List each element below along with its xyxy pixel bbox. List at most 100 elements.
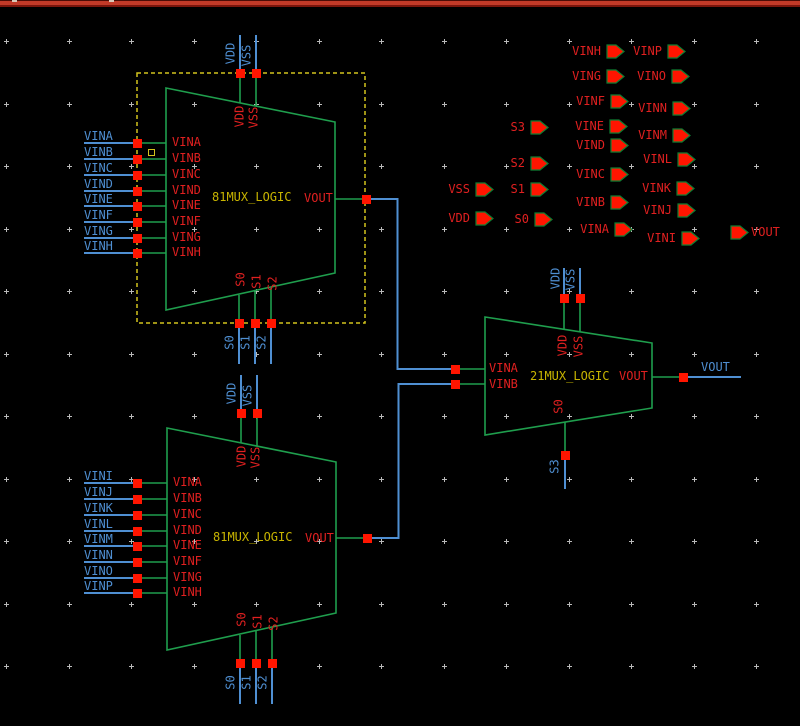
mux1-symbol-outline[interactable] bbox=[165, 87, 336, 311]
port-label[interactable]: S3 bbox=[510, 120, 525, 134]
pin-label[interactable]: VING bbox=[173, 570, 202, 584]
pin-label[interactable]: VINC bbox=[173, 507, 202, 521]
mux1-output-net-wire[interactable] bbox=[366, 198, 455, 370]
pin-label[interactable]: VINH bbox=[173, 585, 202, 599]
net-label[interactable]: VINF bbox=[84, 208, 113, 222]
input-port-icon[interactable] bbox=[530, 156, 549, 171]
pin-label[interactable]: VINB bbox=[172, 151, 201, 165]
net-label[interactable]: VDD bbox=[224, 382, 239, 405]
port-label[interactable]: VINN bbox=[638, 101, 667, 115]
solder-dot[interactable] bbox=[251, 319, 260, 328]
mux1-power-wires[interactable] bbox=[239, 35, 257, 73]
input-port-icon[interactable] bbox=[672, 101, 691, 116]
port-label[interactable]: VINF bbox=[576, 94, 605, 108]
pin-label[interactable]: S1 bbox=[249, 274, 264, 289]
instance-cell-label[interactable]: 81MUX_LOGIC bbox=[213, 530, 293, 544]
pin-label[interactable]: S0 bbox=[551, 399, 566, 414]
port-label[interactable]: VINB bbox=[576, 195, 605, 209]
net-label[interactable]: S0 bbox=[222, 335, 237, 350]
solder-dot[interactable] bbox=[133, 139, 142, 148]
net-label[interactable]: VINM bbox=[84, 532, 113, 546]
solder-dot[interactable] bbox=[252, 69, 261, 78]
solder-dot[interactable] bbox=[133, 171, 142, 180]
net-label[interactable]: VINH bbox=[84, 239, 113, 253]
net-label[interactable]: VINK bbox=[84, 501, 113, 515]
solder-dot[interactable] bbox=[237, 409, 246, 418]
net-label[interactable]: VINI bbox=[84, 469, 113, 483]
net-label[interactable]: VING bbox=[84, 224, 113, 238]
input-port-icon[interactable] bbox=[610, 138, 629, 153]
solder-dot[interactable] bbox=[133, 527, 142, 536]
pin-label[interactable]: VOUT bbox=[619, 369, 648, 383]
input-port-icon[interactable] bbox=[671, 69, 690, 84]
pin-label[interactable]: S1 bbox=[250, 614, 265, 629]
net-label[interactable]: S2 bbox=[254, 335, 269, 350]
solder-dot[interactable] bbox=[133, 155, 142, 164]
solder-dot[interactable] bbox=[133, 187, 142, 196]
port-label[interactable]: VINJ bbox=[643, 203, 672, 217]
port-label[interactable]: VINC bbox=[576, 167, 605, 181]
mux1-input-wires[interactable] bbox=[84, 142, 137, 254]
input-port-icon[interactable] bbox=[681, 231, 700, 246]
net-label[interactable]: VINJ bbox=[84, 485, 113, 499]
pin-label[interactable]: VSS bbox=[246, 106, 261, 129]
pin-label[interactable]: VING bbox=[172, 230, 201, 244]
port-label[interactable]: VINA bbox=[580, 222, 609, 236]
input-port-icon[interactable] bbox=[530, 120, 549, 135]
solder-dot[interactable] bbox=[576, 294, 585, 303]
input-port-icon[interactable] bbox=[610, 195, 629, 210]
net-label[interactable]: VINP bbox=[84, 579, 113, 593]
pin-label[interactable]: VOUT bbox=[305, 531, 334, 545]
input-port-icon[interactable] bbox=[610, 167, 629, 182]
mux2-select-wires[interactable] bbox=[239, 663, 273, 704]
net-label[interactable]: VSS bbox=[240, 384, 255, 407]
instance-cell-label[interactable]: 21MUX_LOGIC bbox=[530, 369, 610, 383]
solder-dot[interactable] bbox=[362, 195, 371, 204]
mux1-pin-stubs[interactable] bbox=[137, 73, 366, 323]
input-port-icon[interactable] bbox=[606, 69, 625, 84]
net-label[interactable]: VDD bbox=[223, 42, 238, 65]
net-label[interactable]: S1 bbox=[239, 675, 254, 690]
mux2-pin-stubs[interactable] bbox=[137, 413, 367, 663]
input-port-icon[interactable] bbox=[610, 94, 629, 109]
pin-label[interactable]: VDD bbox=[232, 105, 247, 128]
pin-label[interactable]: VSS bbox=[571, 335, 586, 358]
solder-dot[interactable] bbox=[133, 202, 142, 211]
solder-dot[interactable] bbox=[236, 69, 245, 78]
port-label[interactable]: VING bbox=[572, 69, 601, 83]
pin-label[interactable]: VDD bbox=[555, 334, 570, 357]
pin-label[interactable]: VIND bbox=[173, 523, 202, 537]
input-port-icon[interactable] bbox=[614, 222, 633, 237]
mux3-pin-stubs[interactable] bbox=[455, 298, 683, 455]
mux2-symbol-outline[interactable] bbox=[166, 427, 337, 651]
input-port-icon[interactable] bbox=[475, 182, 494, 197]
port-label[interactable]: VINI bbox=[647, 231, 676, 245]
port-label[interactable]: VINH bbox=[572, 44, 601, 58]
solder-dot[interactable] bbox=[133, 511, 142, 520]
solder-dot[interactable] bbox=[133, 542, 142, 551]
input-port-icon[interactable] bbox=[606, 44, 625, 59]
port-label[interactable]: VINE bbox=[575, 119, 604, 133]
solder-dot[interactable] bbox=[679, 373, 688, 382]
port-label[interactable]: VDD bbox=[448, 211, 470, 225]
pin-label[interactable]: S2 bbox=[266, 616, 281, 631]
pin-label[interactable]: VINB bbox=[489, 377, 518, 391]
solder-dot[interactable] bbox=[267, 319, 276, 328]
port-label[interactable]: VINO bbox=[637, 69, 666, 83]
mux3-symbol-outline[interactable] bbox=[484, 316, 653, 436]
net-label[interactable]: VINA bbox=[84, 129, 113, 143]
solder-dot[interactable] bbox=[235, 319, 244, 328]
net-label[interactable]: S2 bbox=[255, 675, 270, 690]
pin-label[interactable]: S0 bbox=[233, 272, 248, 287]
solder-dot[interactable] bbox=[560, 294, 569, 303]
pin-label[interactable]: S0 bbox=[234, 612, 249, 627]
solder-dot[interactable] bbox=[133, 574, 142, 583]
net-label[interactable]: S0 bbox=[223, 675, 238, 690]
mux3-power-wires[interactable] bbox=[563, 268, 581, 298]
pin-label[interactable]: VINH bbox=[172, 245, 201, 259]
pin-label[interactable]: VINF bbox=[173, 554, 202, 568]
port-label[interactable]: VSS bbox=[448, 182, 470, 196]
net-label[interactable]: VINE bbox=[84, 192, 113, 206]
solder-dot[interactable] bbox=[268, 659, 277, 668]
net-label[interactable]: VOUT bbox=[701, 360, 730, 374]
